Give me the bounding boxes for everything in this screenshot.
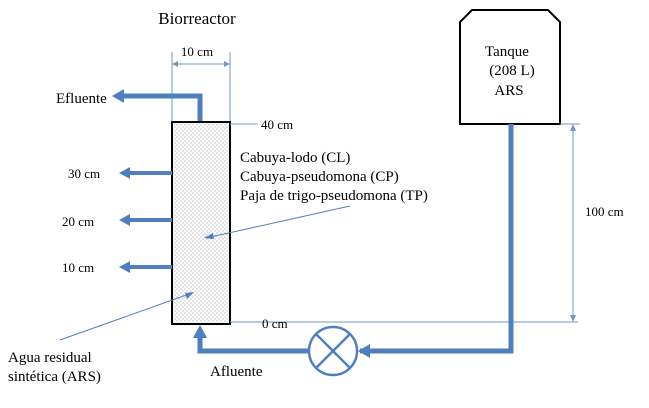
effluent-label: Efluente: [56, 91, 107, 107]
bioreactor-column: [171, 121, 231, 325]
packing-cl-label: Cabuya-lodo (CL): [240, 150, 350, 166]
top-level-label: 40 cm: [261, 117, 293, 132]
ars-pointer-head: [185, 292, 194, 299]
feed-pipe: [358, 124, 514, 358]
bottom-level-label: 0 cm: [262, 316, 288, 331]
packing-cp-label: Cabuya-pseudomona (CP): [240, 169, 399, 185]
ars-label-line1: Agua residual: [8, 350, 92, 366]
packing-tp-label: Paja de trigo-pseudomona (TP): [240, 188, 428, 204]
sampling-port-10: [119, 261, 172, 273]
diagram-title: Biorreactor: [158, 9, 236, 28]
width-label: 10 cm: [181, 44, 213, 59]
tank-height-label: 100 cm: [585, 204, 624, 219]
sampling-port-30: [119, 167, 172, 179]
ars-pointer-line: [59, 292, 193, 341]
port-10-label: 10 cm: [62, 260, 94, 275]
port-30-label: 30 cm: [68, 166, 100, 181]
tank-height-dimension: [560, 123, 580, 322]
port-20-label: 20 cm: [62, 214, 94, 229]
sampling-port-20: [119, 214, 172, 226]
packing-pointer-line: [205, 205, 351, 239]
packing-pointer-head: [204, 233, 214, 239]
tank-line2: (208 L): [489, 63, 534, 79]
tank-line1: Tanque: [485, 44, 529, 60]
influent-label: Afluente: [210, 364, 263, 380]
pump-symbol: [307, 325, 359, 377]
ars-label-line2: sintética (ARS): [8, 369, 101, 385]
influent-pipe: [193, 325, 309, 354]
tank-line3: ARS: [494, 83, 523, 99]
effluent-pipe: [112, 89, 203, 122]
width-dimension: 10 cm: [171, 44, 231, 122]
